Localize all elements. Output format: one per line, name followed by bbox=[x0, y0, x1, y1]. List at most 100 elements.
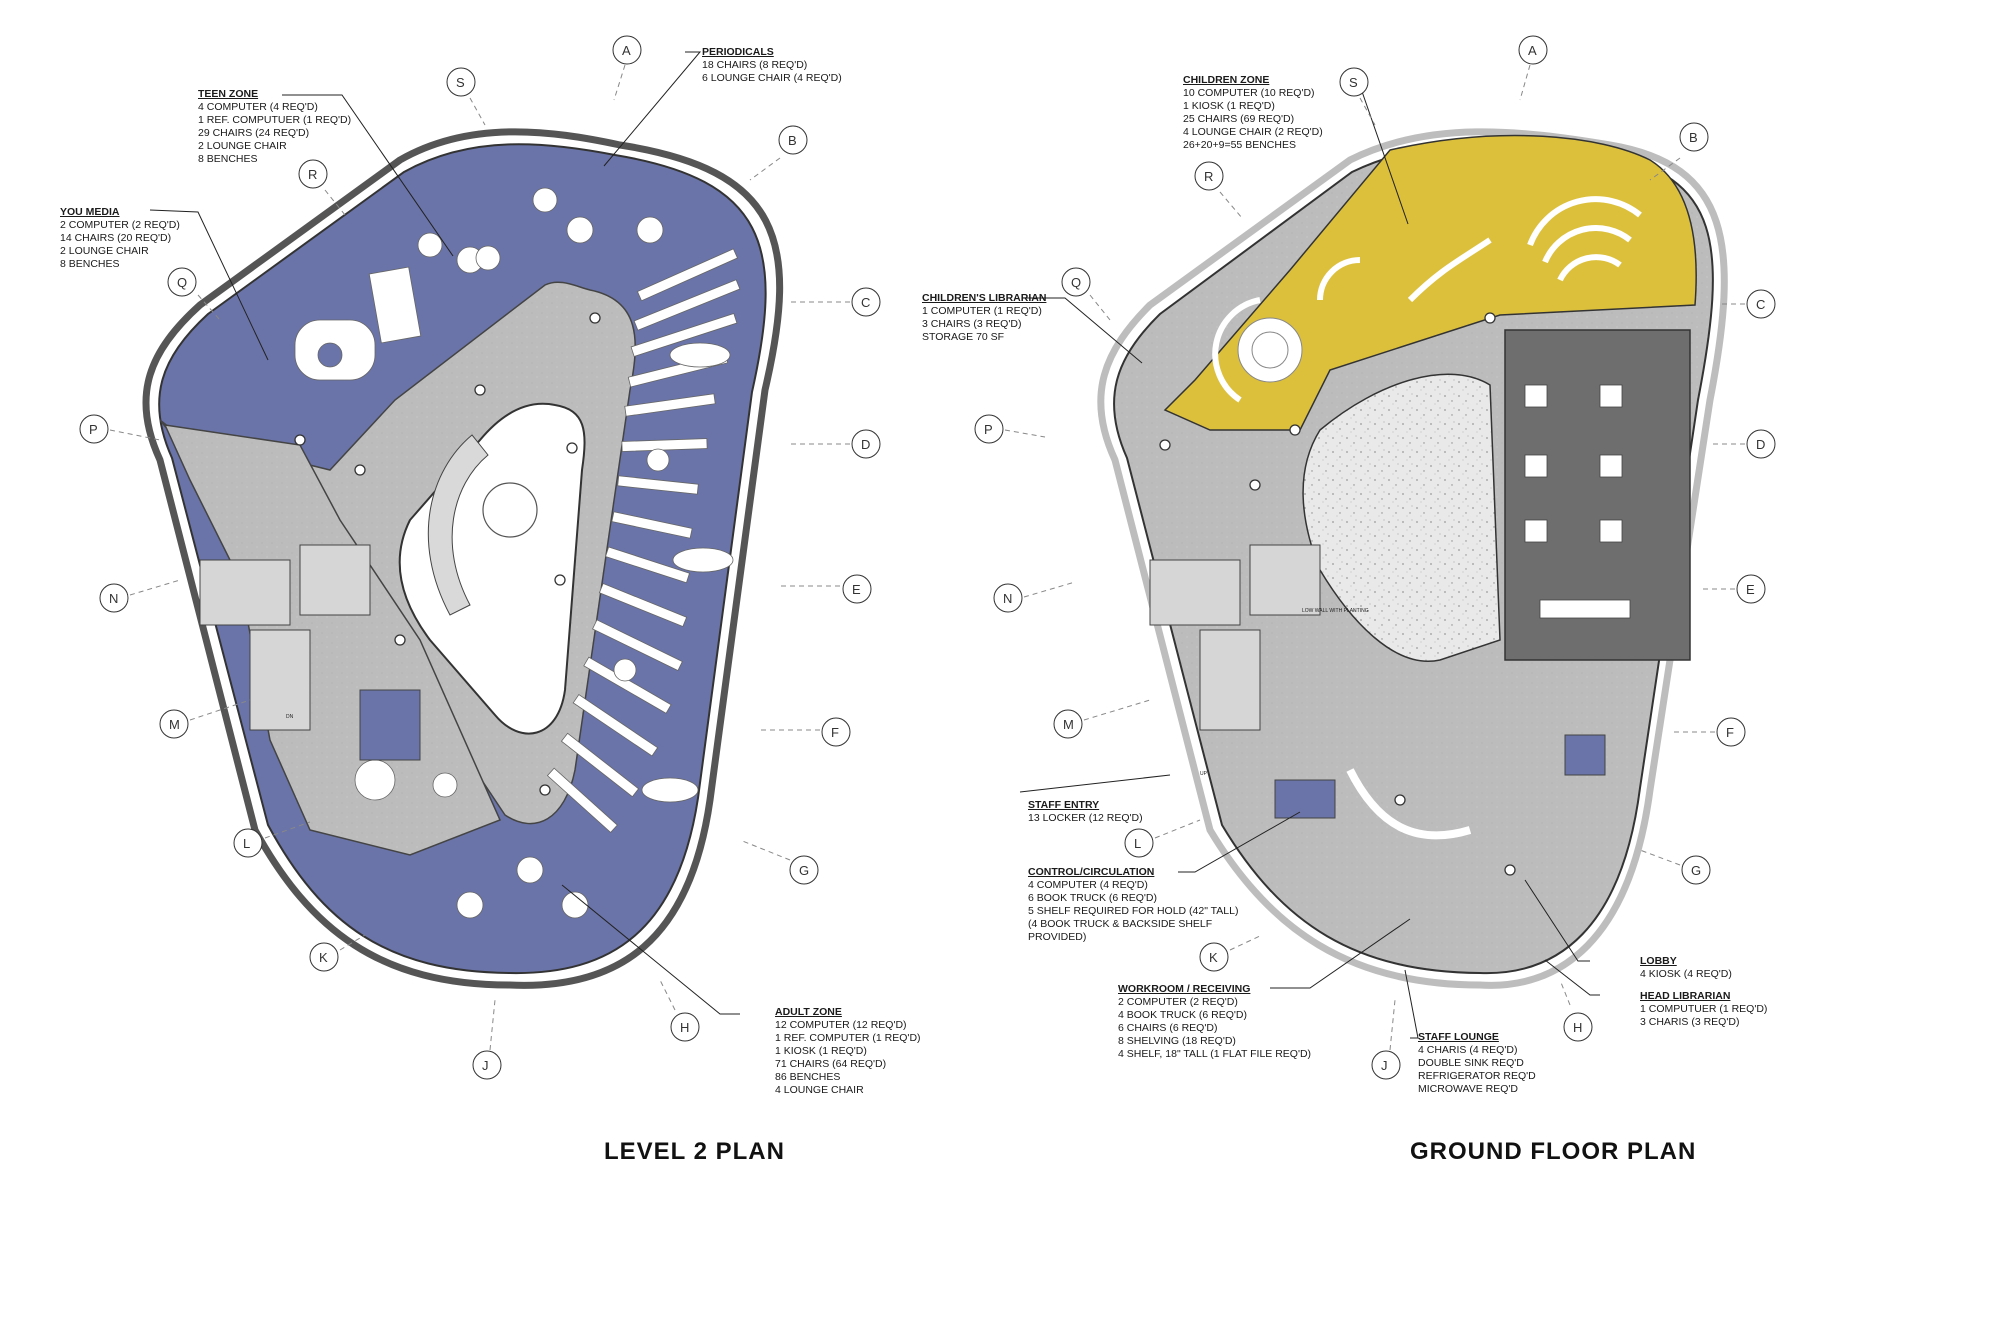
note-control-line: PROVIDED) bbox=[1028, 931, 1087, 943]
svg-text:B: B bbox=[1689, 130, 1698, 145]
note-workroom: WORKROOM / RECEIVING 2 COMPUTER (2 REQ'D… bbox=[1118, 983, 1311, 1061]
svg-text:K: K bbox=[319, 950, 328, 965]
note-control-line: 5 SHELF REQUIRED FOR HOLD (42" TALL) bbox=[1028, 905, 1239, 917]
note-head-librarian-title: HEAD LIBRARIAN bbox=[1640, 990, 1731, 1002]
grid-bubble-k: K bbox=[309, 934, 366, 972]
grid-bubble-e-ground: E bbox=[1700, 574, 1766, 604]
level-2-shelving bbox=[546, 248, 741, 834]
grid-bubble-p-ground: P bbox=[974, 414, 1046, 444]
note-periodicals-title: PERIODICALS bbox=[702, 46, 774, 58]
note-childrens-librarian-title: CHILDREN'S LIBRARIAN bbox=[922, 292, 1047, 304]
grid-bubble-p: P bbox=[79, 414, 161, 444]
note-children-zone-line: 25 CHAIRS (69 REQ'D) bbox=[1183, 113, 1295, 125]
grid-bubble-m-ground: M bbox=[1053, 699, 1151, 739]
svg-text:H: H bbox=[1573, 1020, 1582, 1035]
note-periodicals-line: 6 LOUNGE CHAIR (4 REQ'D) bbox=[702, 72, 842, 84]
note-teen-zone-line: 29 CHAIRS (24 REQ'D) bbox=[198, 127, 310, 139]
note-workroom-line: 2 COMPUTER (2 REQ'D) bbox=[1118, 996, 1238, 1008]
grid-bubble-a-ground: A bbox=[1518, 35, 1548, 101]
grid-bubble-s-ground: S bbox=[1339, 67, 1376, 126]
svg-text:P: P bbox=[89, 422, 98, 437]
note-head-librarian-line: 3 CHARIS (3 REQ'D) bbox=[1640, 1016, 1740, 1028]
note-control-line: (4 BOOK TRUCK & BACKSIDE SHELF bbox=[1028, 918, 1213, 930]
grid-bubble-n: N bbox=[99, 579, 181, 613]
svg-text:A: A bbox=[622, 43, 631, 58]
grid-bubble-a: A bbox=[612, 35, 642, 101]
level-2-plan bbox=[142, 128, 784, 989]
grid-bubble-l-ground: L bbox=[1124, 819, 1201, 858]
note-periodicals-line: 18 CHAIRS (8 REQ'D) bbox=[702, 59, 808, 71]
note-children-zone-line: 1 KIOSK (1 REQ'D) bbox=[1183, 100, 1275, 112]
note-staff-lounge-line: MICROWAVE REQ'D bbox=[1418, 1083, 1519, 1095]
ground-service-rooms bbox=[1149, 544, 1606, 819]
grid-bubble-j: J bbox=[472, 999, 502, 1080]
note-you-media-title: YOU MEDIA bbox=[60, 206, 120, 218]
note-teen-zone-line: 1 REF. COMPUTUER (1 REQ'D) bbox=[198, 114, 352, 126]
note-children-zone: CHILDREN ZONE 10 COMPUTER (10 REQ'D) 1 K… bbox=[1183, 74, 1323, 152]
svg-text:R: R bbox=[308, 167, 317, 182]
svg-text:C: C bbox=[861, 295, 870, 310]
level-2-grand-stair bbox=[427, 434, 489, 616]
note-head-librarian-line: 1 COMPUTUER (1 REQ'D) bbox=[1640, 1003, 1768, 1015]
note-you-media-line: 8 BENCHES bbox=[60, 258, 120, 270]
svg-text:R: R bbox=[1204, 169, 1213, 184]
grid-bubble-h-ground: H bbox=[1559, 979, 1593, 1042]
note-lobby-line: 4 KIOSK (4 REQ'D) bbox=[1640, 968, 1732, 980]
svg-text:E: E bbox=[852, 582, 861, 597]
svg-text:J: J bbox=[1381, 1058, 1388, 1073]
note-staff-lounge: STAFF LOUNGE 4 CHARIS (4 REQ'D) DOUBLE S… bbox=[1418, 1031, 1536, 1096]
level-2-service-rooms bbox=[199, 544, 421, 761]
svg-text:J: J bbox=[482, 1058, 489, 1073]
grid-bubble-e: E bbox=[780, 574, 872, 604]
note-lobby-title: LOBBY bbox=[1640, 955, 1677, 967]
note-lobby: LOBBY 4 KIOSK (4 REQ'D) bbox=[1640, 955, 1732, 981]
note-staff-lounge-line: REFRIGERATOR REQ'D bbox=[1418, 1070, 1536, 1082]
note-you-media-line: 2 LOUNGE CHAIR bbox=[60, 245, 149, 257]
svg-text:E: E bbox=[1746, 582, 1755, 597]
grid-bubble-h: H bbox=[659, 979, 700, 1042]
note-workroom-line: 6 CHAIRS (6 REQ'D) bbox=[1118, 1022, 1218, 1034]
note-teen-zone-line: 4 COMPUTER (4 REQ'D) bbox=[198, 101, 318, 113]
note-staff-entry-title: STAFF ENTRY bbox=[1028, 799, 1100, 811]
note-adult-zone-line: 1 REF. COMPUTER (1 REQ'D) bbox=[775, 1032, 921, 1044]
grid-bubble-c: C bbox=[790, 287, 881, 317]
svg-text:G: G bbox=[799, 863, 809, 878]
note-you-media-line: 2 COMPUTER (2 REQ'D) bbox=[60, 219, 180, 231]
level-2-atrium-oculus bbox=[482, 482, 538, 538]
svg-text:D: D bbox=[1756, 437, 1765, 452]
ground-outer-wall bbox=[1097, 128, 1728, 989]
note-teen-zone-line: 2 LOUNGE CHAIR bbox=[198, 140, 287, 152]
level-2-plan-title: LEVEL 2 PLAN bbox=[604, 1138, 785, 1165]
grid-bubble-b-ground: B bbox=[1649, 122, 1709, 181]
ground-floor-plan: LOW WALL WITH PLANTING bbox=[1097, 128, 1728, 989]
ground-children-benches bbox=[1212, 196, 1642, 403]
leader-lines bbox=[149, 51, 1600, 1039]
note-teen-zone: TEEN ZONE 4 COMPUTER (4 REQ'D) 1 REF. CO… bbox=[198, 88, 351, 166]
note-children-zone-line: 10 COMPUTER (10 REQ'D) bbox=[1183, 87, 1315, 99]
note-you-media: YOU MEDIA 2 COMPUTER (2 REQ'D) 14 CHAIRS… bbox=[60, 206, 180, 271]
svg-text:M: M bbox=[1063, 717, 1074, 732]
level-2-columns bbox=[294, 312, 601, 796]
ground-dark-zone-tables bbox=[1524, 384, 1631, 619]
note-adult-zone-line: 4 LOUNGE CHAIR bbox=[775, 1084, 864, 1096]
note-adult-zone-line: 1 KIOSK (1 REQ'D) bbox=[775, 1045, 867, 1057]
note-periodicals: PERIODICALS 18 CHAIRS (8 REQ'D) 6 LOUNGE… bbox=[702, 46, 842, 85]
ground-lobby-terrazzo bbox=[1302, 373, 1501, 662]
note-workroom-title: WORKROOM / RECEIVING bbox=[1118, 983, 1251, 995]
grid-bubble-j-ground: J bbox=[1371, 999, 1401, 1080]
note-children-zone-line: 4 LOUNGE CHAIR (2 REQ'D) bbox=[1183, 126, 1323, 138]
svg-text:P: P bbox=[984, 422, 993, 437]
grid-bubble-s: S bbox=[446, 67, 486, 126]
note-adult-zone-line: 71 CHAIRS (64 REQ'D) bbox=[775, 1058, 887, 1070]
grid-bubble-f-ground: F bbox=[1670, 717, 1746, 747]
grid-bubble-r: R bbox=[298, 159, 346, 216]
grid-bubble-l: L bbox=[233, 821, 311, 858]
note-childrens-librarian-line: STORAGE 70 SF bbox=[922, 331, 1005, 343]
grid-bubble-f: F bbox=[760, 717, 851, 747]
note-adult-zone-title: ADULT ZONE bbox=[775, 1006, 842, 1018]
note-teen-zone-line: 8 BENCHES bbox=[198, 153, 258, 165]
note-childrens-librarian-line: 3 CHAIRS (3 REQ'D) bbox=[922, 318, 1022, 330]
level-2-tables bbox=[354, 216, 734, 919]
svg-text:F: F bbox=[1726, 725, 1734, 740]
ground-stair-up-label: UP bbox=[1200, 771, 1208, 777]
